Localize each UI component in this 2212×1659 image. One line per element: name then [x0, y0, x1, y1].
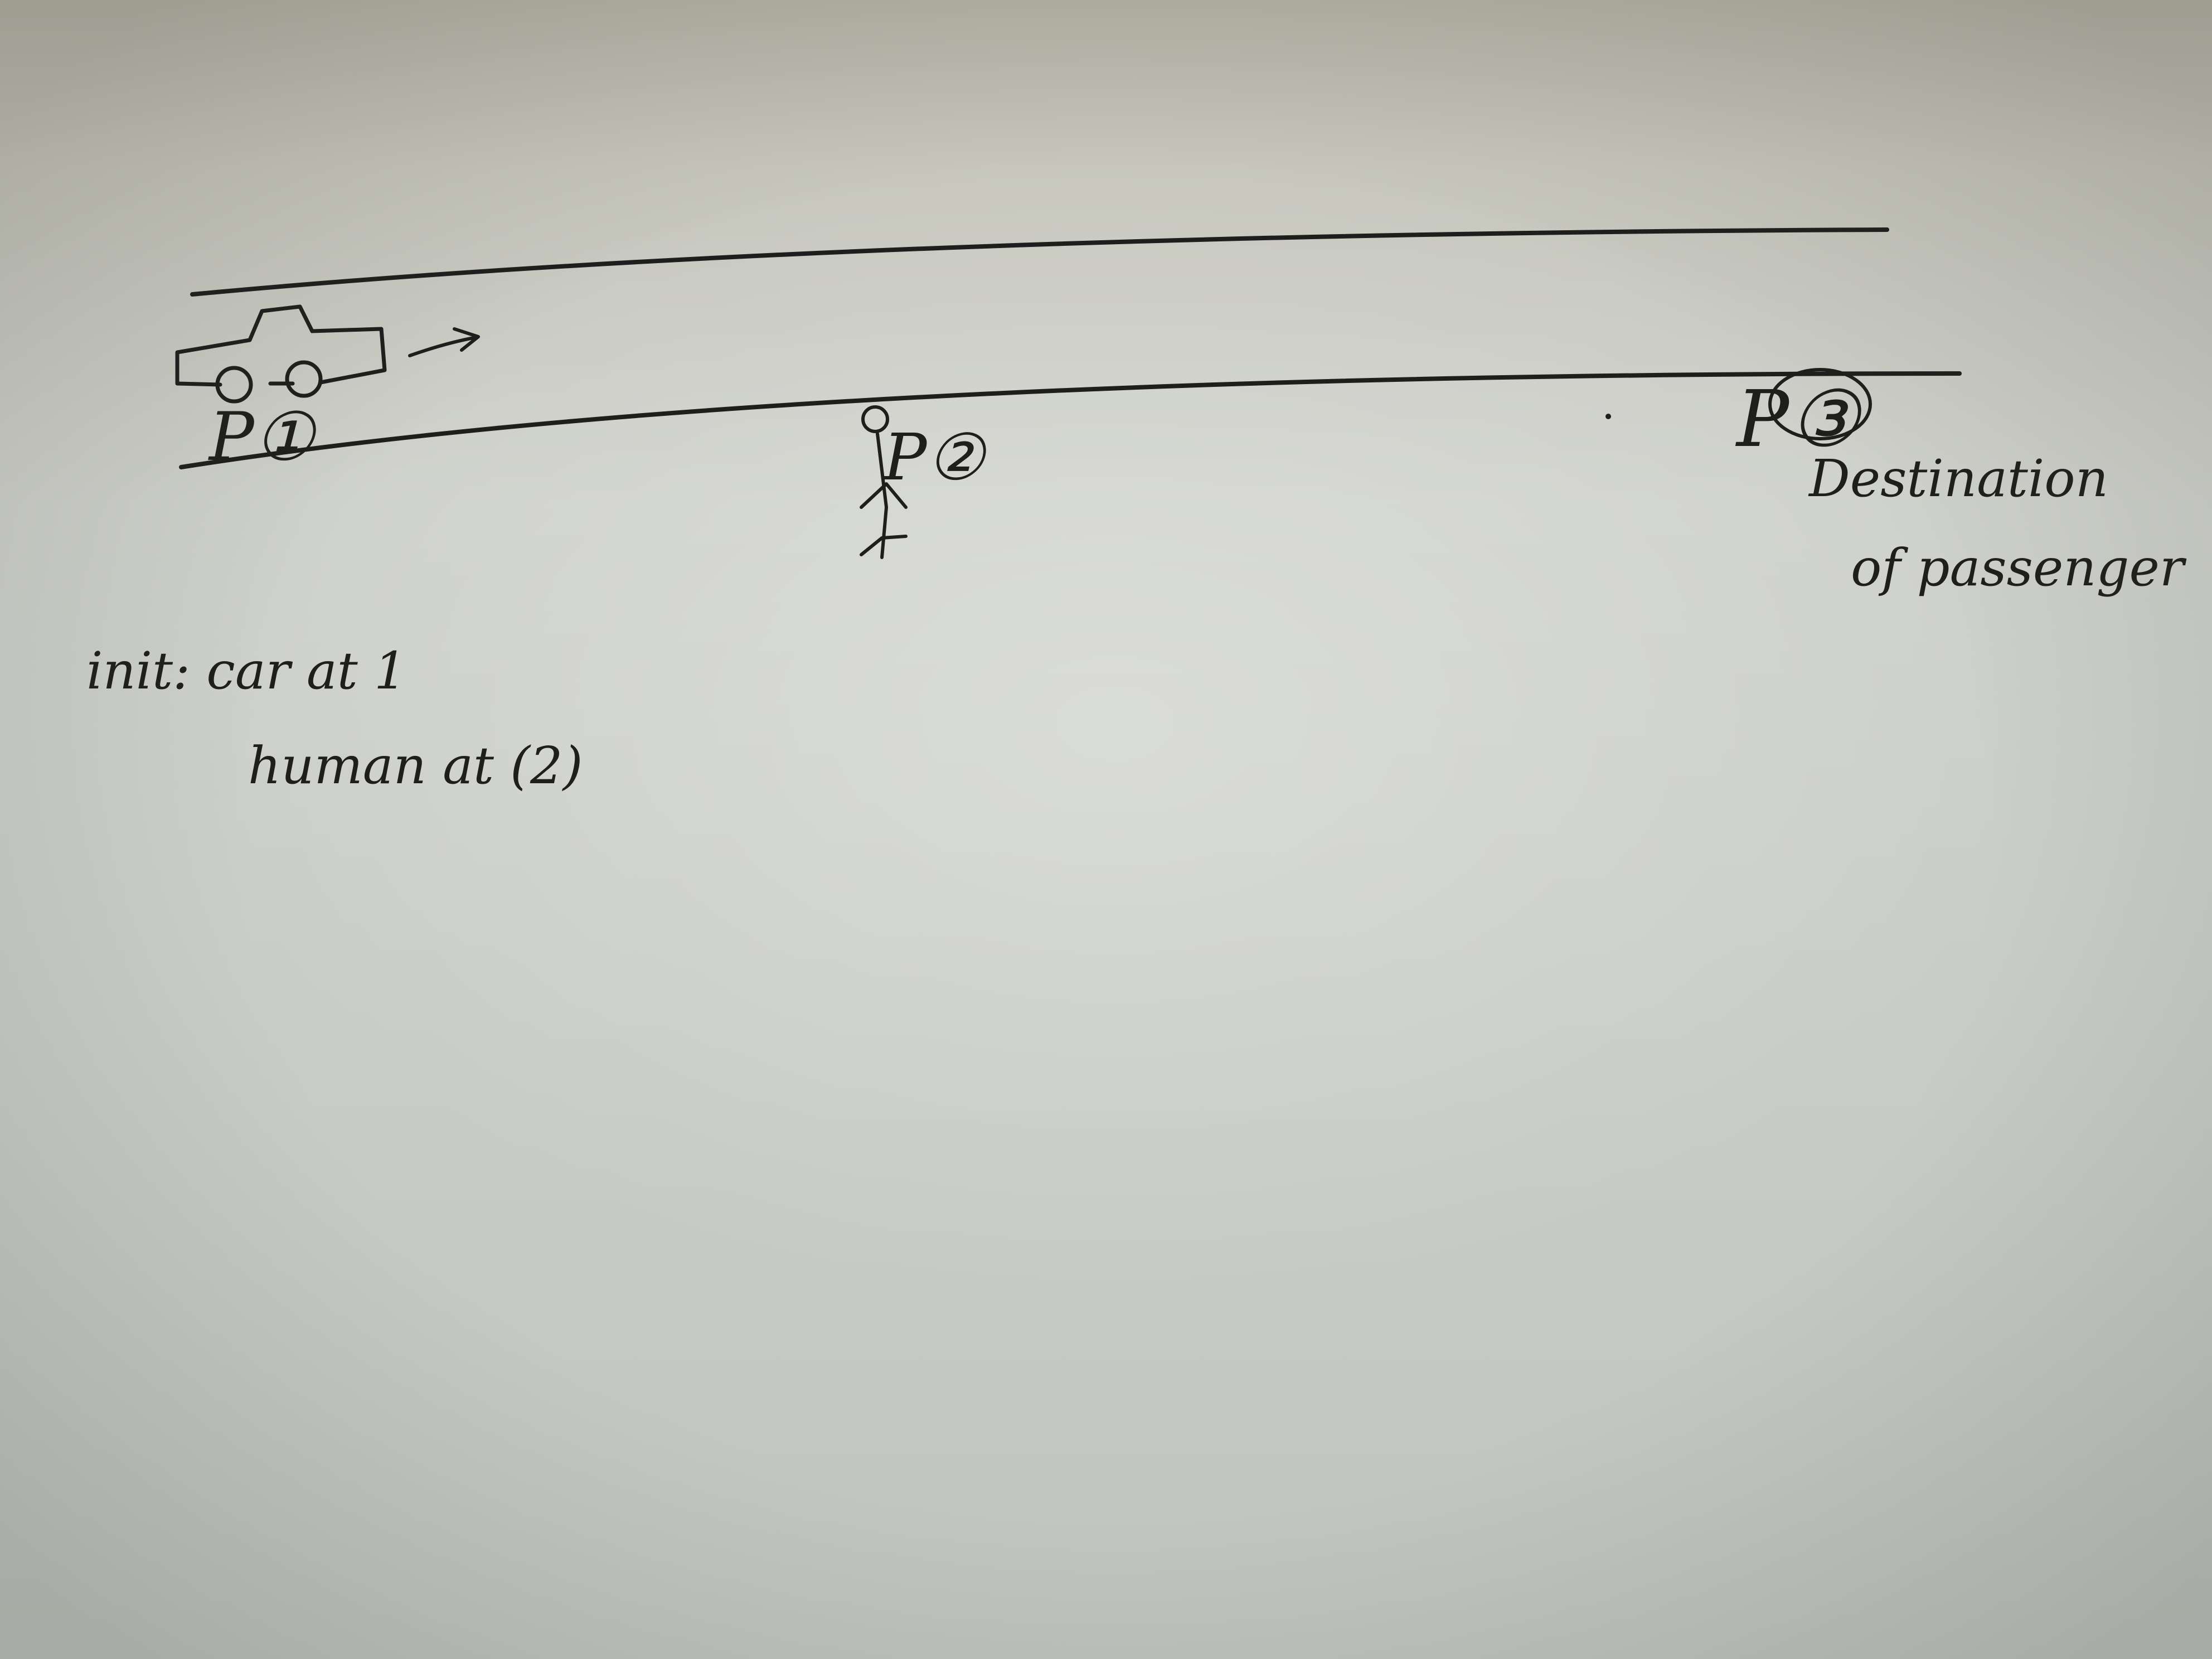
p3-circle-mark	[1768, 368, 1872, 440]
destination-label-line1: Destination	[1808, 449, 2108, 508]
stick-figure-icon	[860, 405, 908, 559]
car-rear-wheel	[215, 366, 253, 404]
ink-dot	[1605, 414, 1611, 419]
car-front-wheel	[285, 360, 323, 398]
note-line-2: human at (2)	[248, 736, 583, 795]
label-p2: P②	[882, 420, 987, 495]
arrow-right-icon	[408, 327, 480, 357]
note-line-1: init: car at 1	[86, 641, 407, 701]
destination-label-line2: of passenger	[1851, 538, 2187, 598]
label-p3: P③	[1735, 374, 1862, 465]
car-icon	[175, 304, 387, 404]
road-upper-edge	[190, 227, 1889, 297]
label-p1: P①	[208, 399, 317, 476]
road-lower-edge	[179, 371, 1962, 469]
